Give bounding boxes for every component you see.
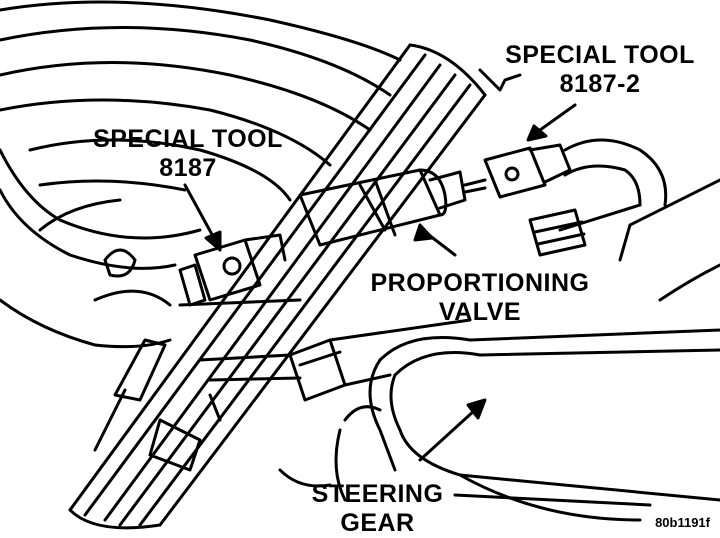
special-tool-8187-2-label: SPECIAL TOOL 8187-2 [490, 43, 710, 97]
steering-gear-label: STEERING GEAR [295, 482, 460, 536]
label-line: SPECIAL TOOL [93, 125, 283, 153]
label-line: 8187 [159, 154, 217, 182]
label-line: PROPORTIONING [370, 269, 590, 297]
label-line: STEERING [311, 480, 444, 508]
special-tool-8187 [178, 233, 287, 307]
label-line: SPECIAL TOOL [505, 41, 695, 69]
frame-bracket [618, 178, 720, 302]
figure-code: 80b1191f [655, 515, 710, 530]
brake-rotor-arcs [0, 0, 402, 349]
special-tool-8187-label: SPECIAL TOOL 8187 [78, 127, 298, 181]
proportioning-valve-label: PROPORTIONING VALVE [350, 271, 610, 325]
label-line: VALVE [438, 298, 522, 326]
label-line: GEAR [340, 509, 415, 537]
label-line: 8187-2 [559, 70, 641, 98]
special-tool-8187-2 [463, 138, 668, 257]
leader-arrows [183, 103, 652, 507]
line-fittings [93, 298, 472, 472]
proportioning-valve [298, 168, 467, 247]
